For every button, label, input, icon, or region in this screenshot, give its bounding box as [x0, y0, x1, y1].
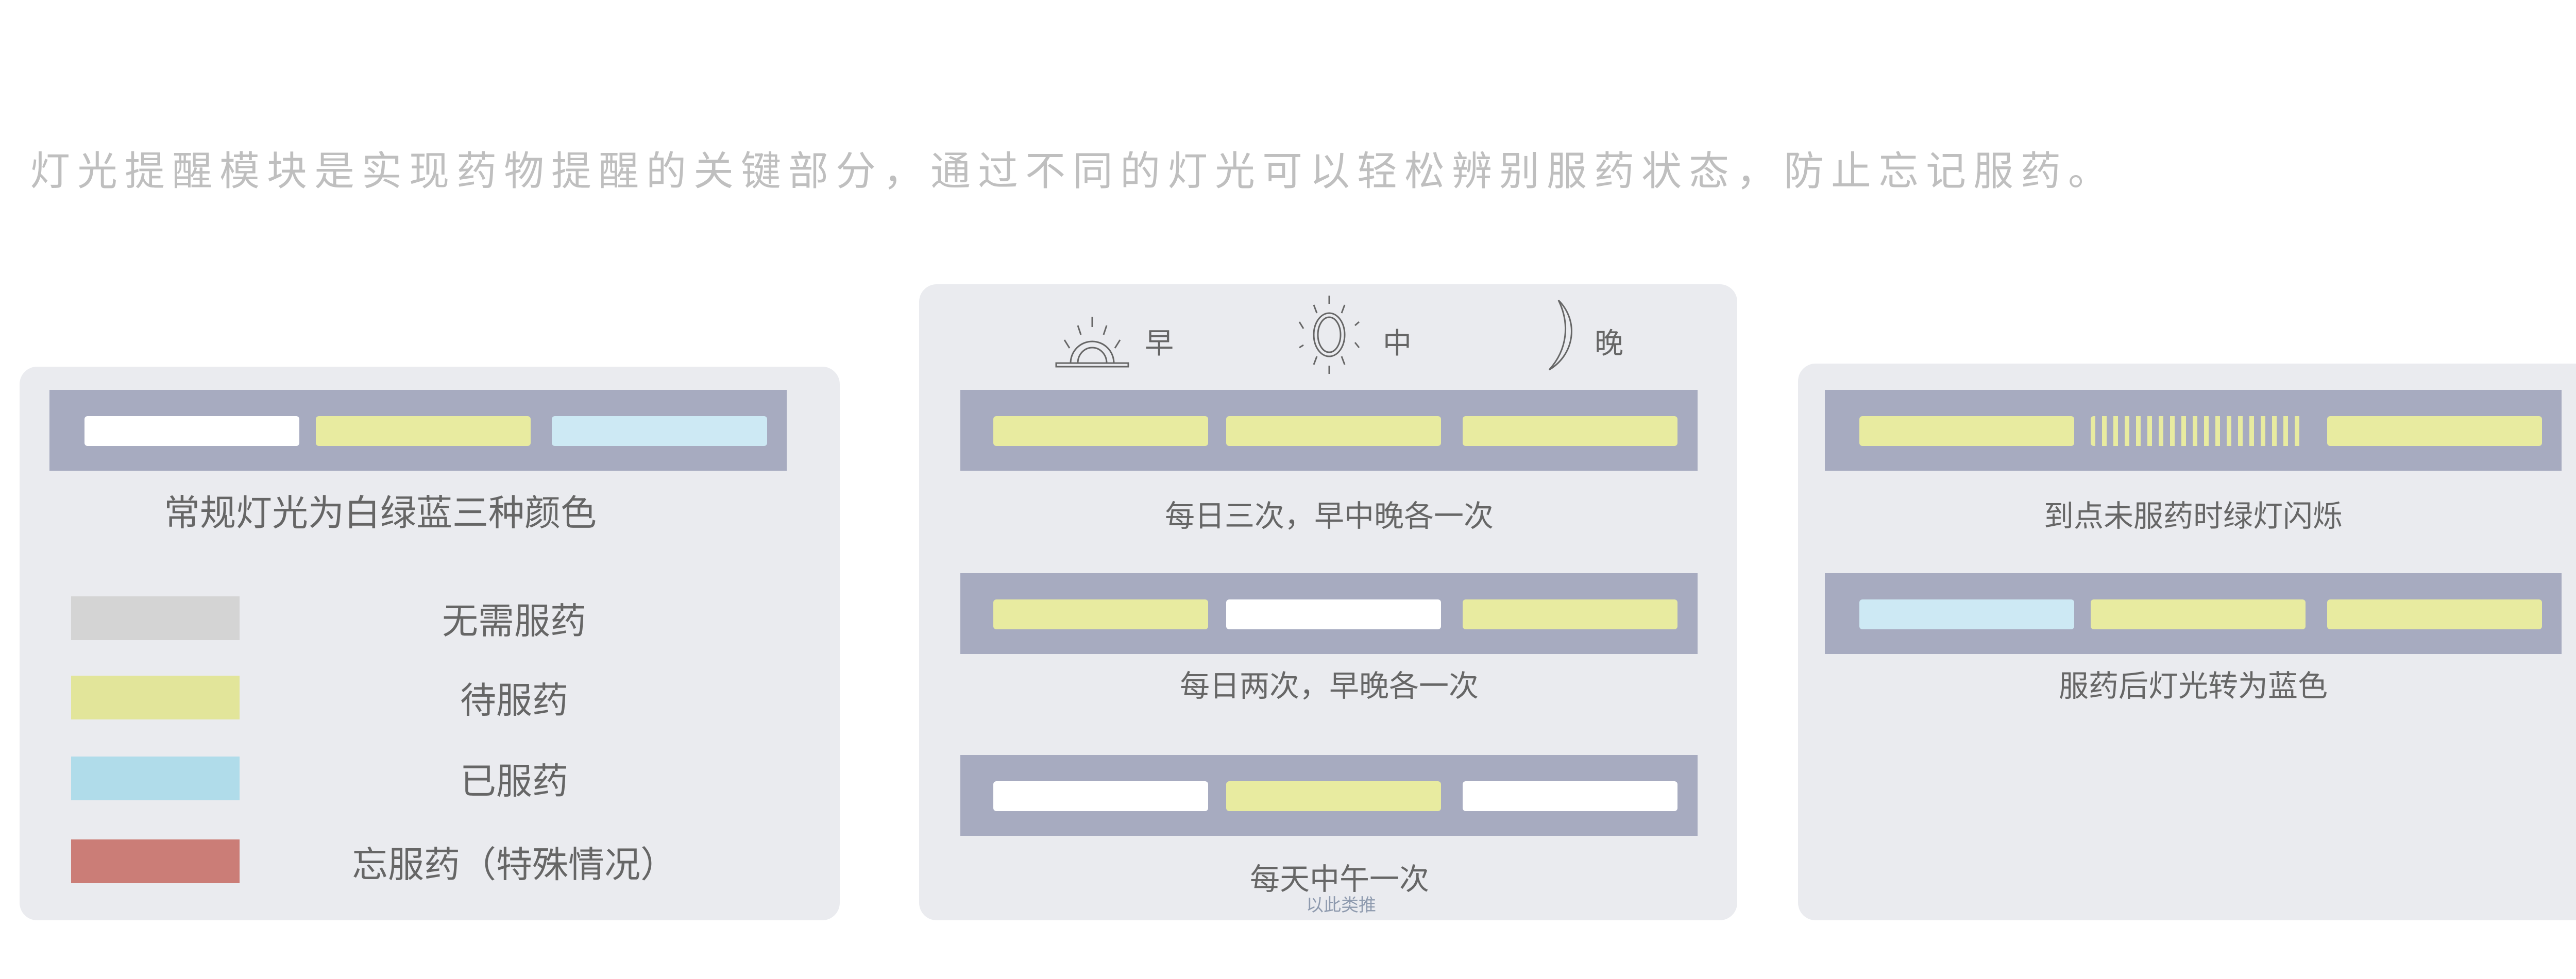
- light-blue: [552, 416, 767, 446]
- legend-label: 忘服药（特殊情况）: [352, 844, 676, 886]
- legend-swatch-blue: [71, 757, 240, 800]
- time-label-evening: 晚: [1595, 327, 1623, 360]
- schedule-caption: 每日两次，早晚各一次: [1179, 668, 1479, 703]
- legend-label: 已服药: [460, 760, 568, 802]
- light-strip: [1825, 390, 2562, 471]
- light-green: [2091, 599, 2306, 629]
- light-green: [1226, 416, 1441, 446]
- time-label-noon: 中: [1383, 327, 1412, 360]
- intro-text: 灯光提醒模块是实现药物提醒的关键部分，通过不同的灯光可以轻松辨别服药状态，防止忘…: [30, 148, 2116, 195]
- light-blue: [1859, 599, 2074, 629]
- status-caption: 到点未服药时绿灯闪烁: [2043, 499, 2343, 534]
- light-white: [1463, 781, 1677, 811]
- light-flashing-green: [2091, 416, 2306, 446]
- sun-icon: [1298, 296, 1360, 374]
- light-strip: [960, 755, 1698, 836]
- light-green: [2327, 416, 2542, 446]
- light-strip: [49, 390, 787, 471]
- light-white: [993, 781, 1208, 811]
- schedule-caption: 每日三次，早中晚各一次: [1164, 499, 1494, 534]
- light-green: [993, 416, 1208, 446]
- light-green: [2327, 599, 2542, 629]
- legend-swatch-gray: [71, 596, 240, 640]
- legend-label: 无需服药: [442, 600, 586, 642]
- left-caption: 常规灯光为白绿蓝三种颜色: [164, 492, 597, 534]
- light-white: [1226, 599, 1441, 629]
- sunrise-icon: [1055, 317, 1129, 368]
- moon-icon: [1548, 299, 1572, 371]
- light-green: [1859, 416, 2074, 446]
- legend-swatch-green: [71, 676, 240, 719]
- light-green: [1463, 416, 1677, 446]
- light-green: [1463, 599, 1677, 629]
- note-text: 以此类推: [1306, 895, 1376, 916]
- light-strip: [960, 573, 1698, 654]
- light-strip: [1825, 573, 2562, 654]
- light-white: [84, 416, 299, 446]
- light-strip: [960, 390, 1698, 471]
- light-green: [1226, 781, 1441, 811]
- legend-label: 待服药: [460, 679, 568, 722]
- legend-swatch-red: [71, 839, 240, 883]
- time-label-morning: 早: [1145, 327, 1174, 360]
- light-green: [993, 599, 1208, 629]
- light-green: [316, 416, 531, 446]
- status-caption: 服药后灯光转为蓝色: [2058, 668, 2328, 703]
- schedule-caption: 每天中午一次: [1249, 862, 1430, 897]
